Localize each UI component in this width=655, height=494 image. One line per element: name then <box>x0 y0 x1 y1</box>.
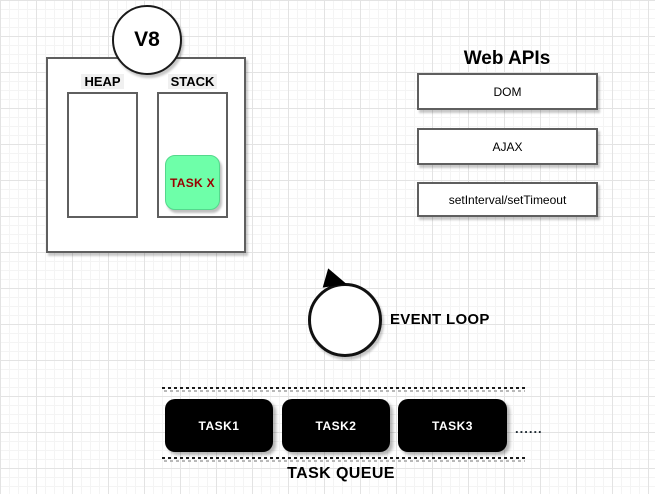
task-queue-label: TASK QUEUE <box>287 465 395 482</box>
web-api-box-settimeout: setInterval/setTimeout <box>417 182 598 217</box>
task-chip-label: TASK2 <box>315 418 357 433</box>
stack-task-chip: TASK X <box>165 155 220 210</box>
web-api-label: AJAX <box>492 139 523 154</box>
task-chip-3: TASK3 <box>398 399 507 452</box>
heap-label: HEAP <box>67 74 138 89</box>
stack-task-label: TASK X <box>170 175 215 190</box>
web-api-box-ajax: AJAX <box>417 128 598 165</box>
event-loop-circle <box>308 283 382 357</box>
web-apis-title: Web APIs <box>463 48 551 69</box>
event-loop-label: EVENT LOOP <box>390 311 490 328</box>
task-queue-bottom-divider <box>162 457 525 463</box>
v8-title: V8 <box>134 28 160 51</box>
task-chip-2: TASK2 <box>282 399 390 452</box>
v8-circle: V8 <box>112 5 182 75</box>
task-chip-label: TASK3 <box>432 418 473 433</box>
task-queue-top-divider <box>162 387 525 393</box>
web-api-box-dom: DOM <box>417 73 598 110</box>
web-api-label: DOM <box>493 84 522 99</box>
task-queue-ellipsis: ...... <box>515 421 543 436</box>
task-chip-label: TASK1 <box>198 418 240 433</box>
task-chip-1: TASK1 <box>165 399 273 452</box>
heap-box <box>67 92 138 218</box>
web-api-label: setInterval/setTimeout <box>448 192 567 207</box>
stack-label: STACK <box>157 74 228 89</box>
